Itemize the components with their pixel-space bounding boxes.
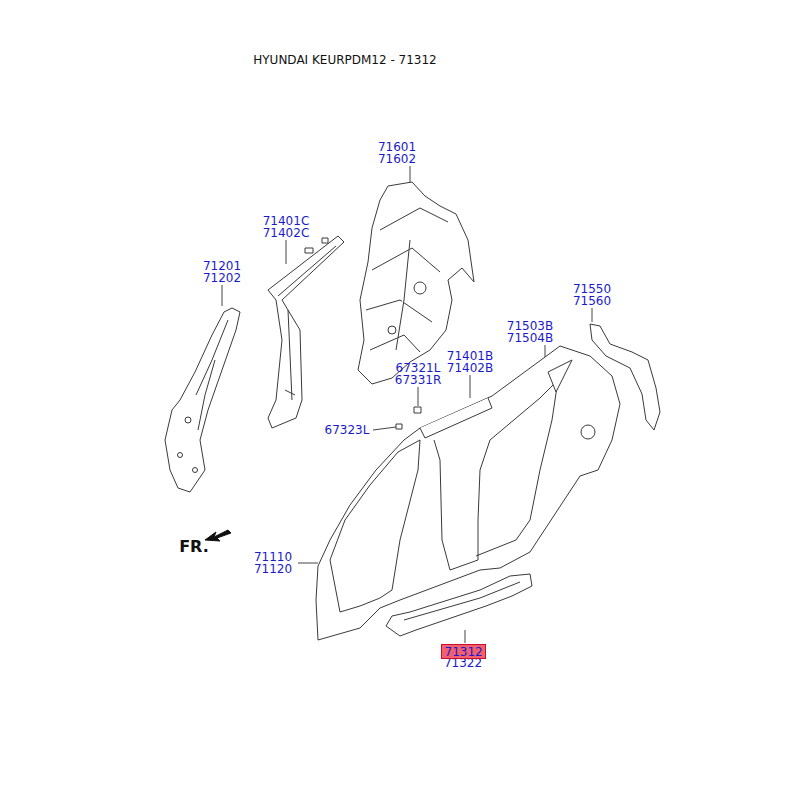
a-pillar-inner <box>165 308 240 492</box>
highlight-box: 71312 <box>441 644 486 659</box>
part-number: 71401C <box>263 215 310 227</box>
part-number: 71322 <box>444 657 482 669</box>
side-sill-panel <box>386 574 532 636</box>
part-number: 71601 <box>378 141 416 153</box>
part-number: 71110 <box>254 551 292 563</box>
part-number: 71602 <box>378 153 416 165</box>
diagram-title: HYUNDAI KEURPDM12 - 71312 <box>253 53 437 67</box>
part-number: 71120 <box>254 563 292 575</box>
part-number: 67331R <box>395 374 442 386</box>
part-number: 67321L <box>396 362 441 374</box>
rear-reinforcement <box>590 324 660 430</box>
part-number: 71201 <box>203 260 241 272</box>
part-number: 71401B <box>447 350 493 362</box>
part-number: 71202 <box>203 272 241 284</box>
part-number: 71312 <box>445 646 482 658</box>
part-number: 71503B <box>507 320 553 332</box>
side-outer-panel <box>316 346 620 640</box>
b-pillar-inner <box>268 236 344 428</box>
part-number: 67323L <box>325 424 370 436</box>
direction-label: FR. <box>179 539 209 555</box>
part-number: 71550 <box>573 283 611 295</box>
part-number: 71402B <box>447 362 493 374</box>
front-direction-arrow <box>205 530 231 541</box>
part-number: 71504B <box>507 332 553 344</box>
part-number: 71402C <box>263 227 310 239</box>
clip-symbols <box>396 407 421 429</box>
part-number: 71560 <box>573 295 611 307</box>
